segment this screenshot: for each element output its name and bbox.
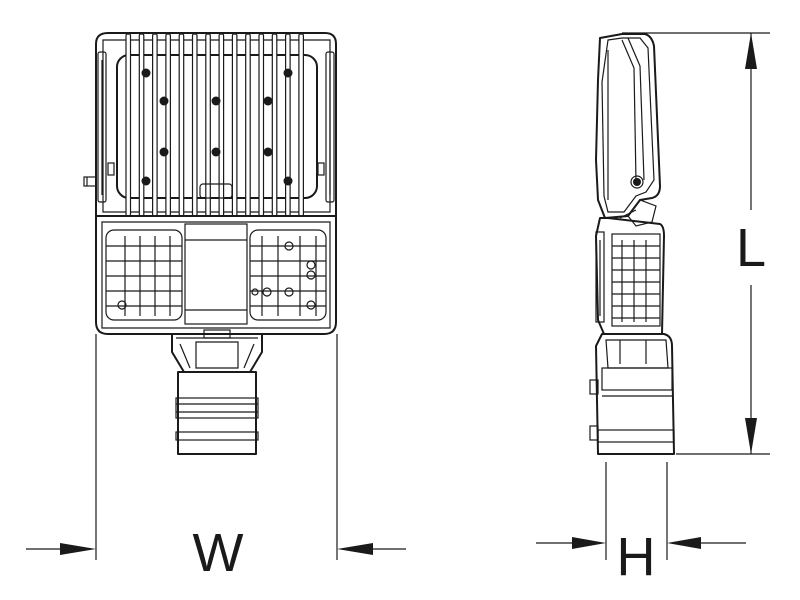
dimension-h: H — [536, 462, 746, 587]
driver-housing — [95, 215, 337, 335]
cooling-fin — [178, 33, 185, 217]
dimension-l: L — [622, 32, 770, 455]
cooling-fin — [298, 33, 304, 217]
side-screw — [83, 176, 97, 187]
cooling-fin — [165, 33, 171, 217]
width-label: W — [193, 523, 244, 583]
cooling-fin — [191, 33, 198, 217]
cooling-fin — [285, 33, 291, 217]
heatsink-bolts — [141, 68, 293, 186]
pole-mount — [171, 329, 263, 455]
cooling-fin — [152, 33, 158, 217]
cooling-fin — [138, 33, 145, 217]
cooling-fin — [245, 33, 251, 217]
cooling-fin — [125, 33, 132, 217]
cooling-fin — [258, 33, 265, 217]
cooling-fin — [205, 33, 211, 217]
front-view — [83, 32, 337, 455]
side-mount — [595, 333, 675, 455]
cooling-fin — [231, 33, 238, 217]
cooling-fins — [125, 33, 304, 217]
side-view — [589, 33, 675, 455]
dimension-w: W — [26, 334, 406, 583]
cooling-fin — [271, 33, 278, 217]
side-ribs — [612, 240, 660, 322]
length-label: L — [736, 218, 766, 278]
driver-screws — [117, 241, 316, 310]
height-label: H — [617, 527, 656, 587]
side-head — [595, 33, 661, 219]
cooling-fin — [218, 33, 225, 217]
side-driver — [595, 217, 665, 335]
